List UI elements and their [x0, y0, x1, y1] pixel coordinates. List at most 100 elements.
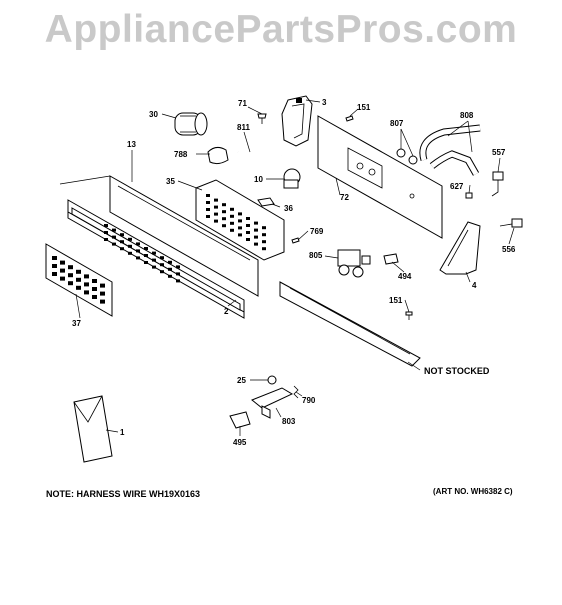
part-151-screw-bottom [405, 311, 413, 320]
grid-hole [222, 203, 226, 207]
label-803: 803 [282, 417, 296, 426]
label-495: 495 [233, 438, 247, 447]
grid-hole [254, 221, 258, 225]
grid-hole [238, 233, 242, 237]
grid-hole [68, 273, 73, 278]
grid-hole [84, 274, 89, 279]
grid-hole [222, 224, 226, 228]
label-811: 811 [237, 123, 250, 132]
part-3-bracket [281, 95, 313, 147]
grid-hole [168, 267, 172, 271]
part-495-clip [229, 411, 251, 429]
leader-lines [75, 99, 515, 436]
label-10: 10 [254, 175, 263, 184]
grid-hole [206, 194, 210, 197]
grid-hole [214, 198, 218, 202]
grid-hole [176, 279, 180, 283]
label-2: 2 [224, 307, 229, 316]
grid-hole [112, 242, 116, 246]
label-151-top: 151 [357, 103, 371, 112]
part-803-switch [251, 387, 294, 419]
part-808-hoses [419, 124, 481, 176]
part-71-screw [257, 113, 267, 124]
grid-hole [136, 256, 140, 260]
grid-hole [160, 270, 164, 274]
part-labels: 30 71 3 151 807 808 811 788 13 10 557 35… [72, 98, 516, 447]
grid-hole [176, 265, 180, 269]
art-number: (ART NO. WH6382 C) [433, 487, 513, 496]
grid-hole [152, 265, 156, 269]
grid-hole [206, 215, 210, 218]
harness-note: NOTE: HARNESS WIRE WH19X0163 [46, 489, 201, 499]
label-808: 808 [460, 111, 474, 120]
part-494-clip [383, 253, 399, 265]
grid-hole [262, 240, 266, 244]
label-35: 35 [166, 177, 175, 186]
grid-hole [100, 291, 105, 296]
grid-hole [238, 226, 242, 230]
grid-hole [230, 221, 234, 225]
grid-hole [104, 224, 108, 227]
grid-hole [92, 279, 97, 283]
label-37: 37 [72, 319, 81, 328]
grid-hole [176, 272, 180, 276]
label-805: 805 [309, 251, 323, 260]
label-3: 3 [322, 98, 327, 107]
label-4: 4 [472, 281, 477, 290]
part-811-hose [237, 151, 283, 158]
grid-hole [100, 283, 105, 288]
not-stocked-note: NOT STOCKED [424, 366, 490, 376]
grid-hole [168, 274, 172, 278]
grid-hole [246, 231, 250, 234]
part-769-screw [291, 237, 300, 244]
label-25: 25 [237, 376, 246, 385]
grid-hole [214, 212, 218, 216]
label-807: 807 [390, 119, 404, 128]
grid-hole [246, 224, 250, 227]
grid-hole [214, 219, 218, 223]
part-556-connector [499, 218, 523, 228]
grid-hole [206, 208, 210, 211]
grid-hole [104, 238, 108, 241]
grid-hole [230, 228, 234, 232]
grid-hole [84, 290, 89, 295]
grid-hole [246, 238, 250, 241]
grid-hole [160, 263, 164, 267]
grid-hole [222, 217, 226, 221]
label-151-bottom: 151 [389, 296, 403, 305]
grid-hole [60, 260, 65, 265]
grid-hole [254, 242, 258, 246]
grid-hole [112, 228, 116, 232]
grid-hole [136, 249, 140, 253]
label-1: 1 [120, 428, 125, 437]
grid-hole [136, 242, 140, 246]
label-71: 71 [238, 99, 247, 108]
grid-hole [262, 247, 266, 251]
grid-hole [238, 212, 242, 216]
label-557: 557 [492, 148, 506, 157]
grid-hole [238, 219, 242, 223]
grid-hole [254, 228, 258, 232]
grid-hole [52, 264, 57, 268]
grid-hole [60, 276, 65, 281]
part-36-clip [257, 197, 275, 207]
part-35-control-board [195, 179, 285, 261]
grid-hole [144, 247, 148, 250]
part-788-knob [207, 146, 229, 165]
label-769: 769 [310, 227, 324, 236]
part-72-backsplash [317, 115, 443, 239]
grid-hole [168, 260, 172, 264]
grid-hole [144, 261, 148, 264]
part-2-console [67, 199, 245, 319]
grid-hole [152, 251, 156, 255]
grid-hole [214, 205, 218, 209]
grid-hole [128, 251, 132, 255]
grid-hole [120, 233, 124, 237]
grid-hole [60, 268, 65, 273]
label-788: 788 [174, 150, 188, 159]
grid-hole [128, 237, 132, 241]
part-1-manual [73, 395, 113, 463]
part-13-control-bracket [59, 175, 259, 297]
rail-not-stocked [279, 281, 421, 367]
